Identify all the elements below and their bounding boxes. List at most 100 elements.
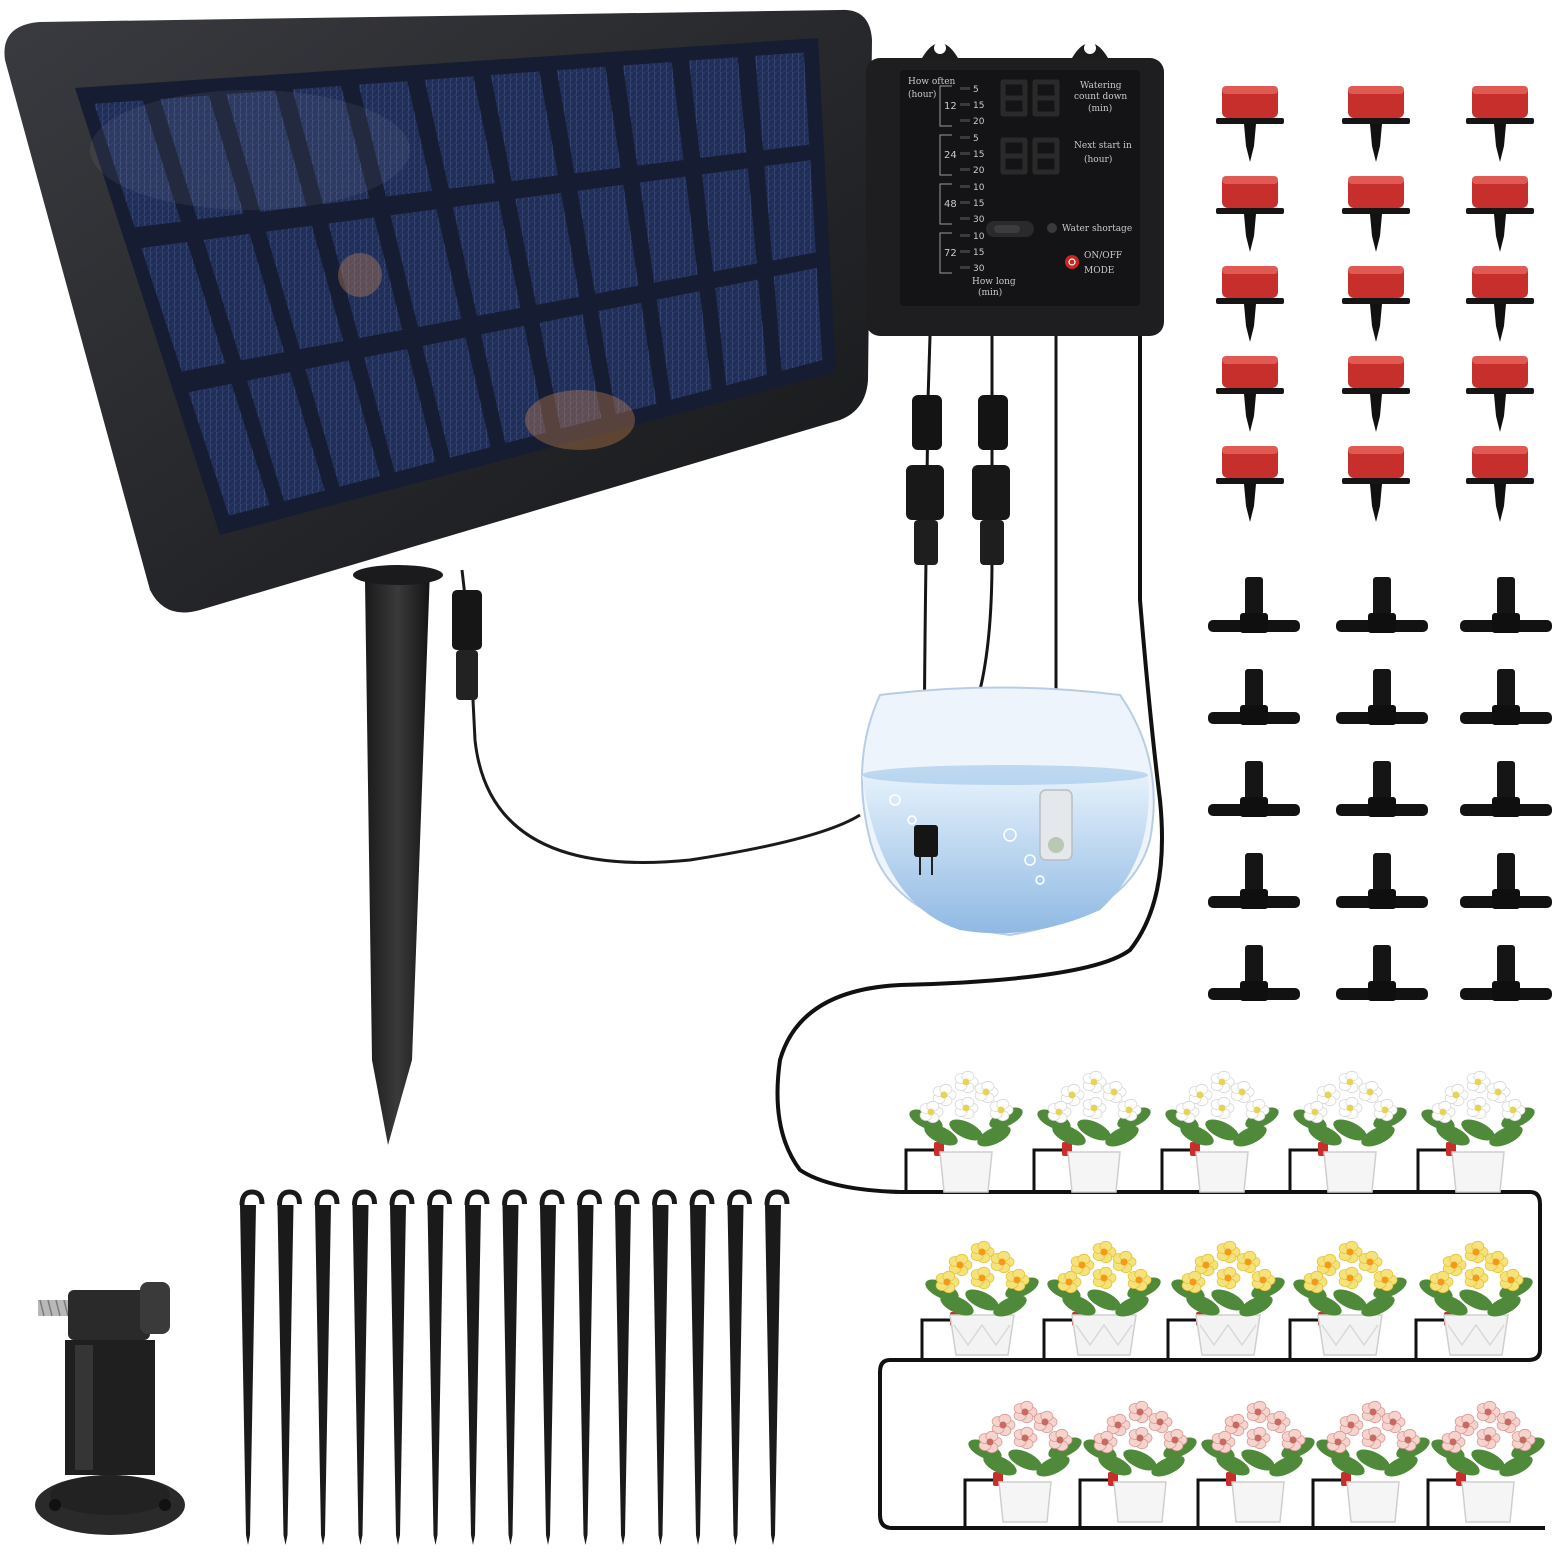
tee-connector — [1460, 853, 1552, 909]
solar-cell — [490, 71, 558, 182]
water-bowl — [861, 686, 1155, 937]
water-pump — [1039, 789, 1073, 861]
frequency-hours: 12 — [944, 101, 957, 112]
dripper — [1342, 446, 1410, 522]
ground-stake — [502, 1189, 527, 1545]
duration-led — [960, 103, 970, 106]
dripper — [1466, 266, 1534, 342]
ground-stake — [539, 1189, 565, 1545]
solar-cell — [292, 85, 370, 205]
tee-connector — [1336, 945, 1428, 1001]
solar-cell — [247, 372, 325, 502]
ground-stake — [427, 1189, 452, 1545]
dripper — [1216, 176, 1284, 252]
water-sensor-probe — [914, 825, 938, 857]
next-start-label: Next start in — [1074, 141, 1132, 151]
duration-led — [960, 266, 970, 269]
frequency-hours: 48 — [944, 199, 957, 210]
solar-cell — [305, 360, 381, 487]
potted-plant — [1311, 1400, 1430, 1528]
dripper — [1216, 356, 1284, 432]
solar-cell — [639, 176, 698, 283]
potted-plant — [1416, 1070, 1535, 1193]
duration-minutes: 30 — [973, 264, 985, 274]
water-shortage-indicator — [1047, 223, 1057, 233]
tee-connector — [1208, 761, 1300, 817]
duration-led — [960, 201, 970, 204]
power-mode-button[interactable] — [1065, 255, 1079, 269]
duration-led — [960, 119, 970, 122]
ground-stake-row — [239, 1189, 790, 1545]
tee-connector — [1208, 853, 1300, 909]
watering-label-1: Watering — [1080, 81, 1122, 91]
panel-ground-stake — [365, 570, 430, 1145]
dripper — [1466, 446, 1534, 522]
duration-minutes: 20 — [973, 117, 985, 127]
tee-connector — [1208, 669, 1300, 725]
solar-cell — [622, 61, 684, 166]
how-often-label: How often — [908, 77, 956, 87]
duration-minutes: 5 — [973, 134, 979, 144]
frequency-group: 48 10 15 30 — [939, 183, 985, 225]
tee-connector — [1460, 761, 1552, 817]
duration-led — [960, 87, 970, 90]
solar-cells — [94, 52, 823, 516]
frequency-hours: 72 — [944, 248, 957, 259]
solar-cell — [364, 348, 436, 473]
solar-cell — [577, 184, 639, 294]
next-start-unit: (hour) — [1084, 154, 1112, 165]
solar-cell — [328, 217, 403, 339]
duration-minutes: 15 — [973, 101, 984, 111]
duration-minutes: 5 — [973, 85, 979, 95]
solar-cell — [141, 241, 226, 372]
duration-led — [960, 217, 970, 220]
ground-stake — [614, 1189, 640, 1545]
solar-cell — [94, 100, 181, 228]
tee-connector — [1460, 669, 1552, 725]
frequency-group: 12 5 15 20 — [939, 85, 985, 127]
solar-cell — [773, 267, 823, 371]
solar-panel — [4, 9, 872, 1145]
tee-connector — [1460, 577, 1552, 633]
tee-connector-grid — [1208, 577, 1552, 1001]
duration-minutes: 20 — [973, 166, 985, 176]
dripper-grid — [1216, 86, 1534, 522]
solar-cell — [452, 201, 521, 317]
dripper — [1216, 446, 1284, 522]
plant-watering-layout — [878, 1070, 1545, 1530]
ground-stake — [277, 1189, 302, 1545]
duration-minutes: 15 — [973, 199, 984, 209]
solar-cell — [481, 325, 546, 444]
frequency-hours: 24 — [944, 150, 957, 161]
watering-display — [1000, 79, 1060, 117]
dripper — [1342, 266, 1410, 342]
potted-plant — [904, 1070, 1023, 1193]
potted-plant — [1032, 1070, 1151, 1193]
tee-connector — [1336, 853, 1428, 909]
ground-stake — [314, 1189, 340, 1545]
tee-connector — [1460, 945, 1552, 1001]
duration-minutes: 10 — [973, 183, 985, 193]
main-water-tube — [775, 336, 1164, 1194]
panel-cable — [460, 569, 861, 864]
duration-minutes: 30 — [973, 215, 985, 225]
duration-led — [960, 136, 970, 139]
ground-stake — [239, 1189, 265, 1545]
controller-box: How often (hour) 12 5 15 20 24 5 15 20 48 10 15 30 7… — [866, 42, 1164, 336]
ground-stake — [464, 1189, 490, 1545]
watering-label-2: count down — [1074, 92, 1127, 102]
how-long-unit: (min) — [978, 287, 1002, 298]
dripper — [1216, 86, 1284, 162]
dripper — [1342, 86, 1410, 162]
potted-plant — [1160, 1070, 1279, 1193]
duration-led — [960, 250, 970, 253]
solar-cell — [764, 160, 816, 261]
dripper — [1342, 356, 1410, 432]
solar-cell — [715, 279, 767, 386]
solar-cell — [688, 57, 747, 158]
duration-minutes: 15 — [973, 248, 984, 258]
duration-led — [960, 168, 970, 171]
